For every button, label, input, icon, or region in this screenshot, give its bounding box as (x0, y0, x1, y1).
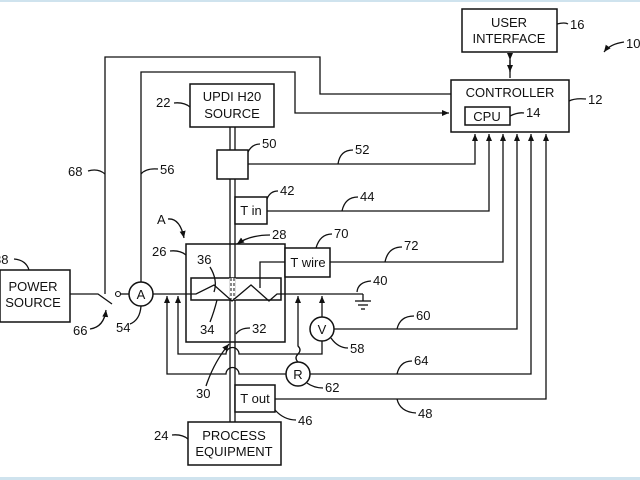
ref-24: 24 (154, 428, 168, 443)
ref-62: 62 (325, 380, 339, 395)
ref-60: 60 (416, 308, 430, 323)
ref-66: 66 (73, 323, 87, 338)
ref-52: 52 (355, 142, 369, 157)
heater-wire-36 (191, 284, 281, 302)
controller-block: CONTROLLER CPU (450, 79, 570, 133)
ref-A: A (157, 212, 166, 227)
heater-housing-26 (185, 243, 286, 343)
t-in-line-44 (267, 134, 492, 212)
ref-72: 72 (404, 238, 418, 253)
flow-line-52 (248, 134, 478, 165)
user-interface-block: USER INTERFACE (461, 8, 558, 53)
power-source-label-1: POWER (8, 279, 57, 294)
switch-contact (114, 290, 122, 298)
water-source-block: UPDI H20 SOURCE (189, 83, 275, 128)
t-out-label: T out (240, 391, 270, 406)
ref-30: 30 (196, 386, 210, 401)
switch-line-68 (104, 56, 451, 294)
power-source-block: POWER SOURCE (0, 269, 71, 323)
cpu-label: CPU (473, 109, 500, 124)
t-in-label: T in (240, 203, 261, 218)
t-wire-probe (259, 261, 285, 288)
ref-12: 12 (588, 92, 602, 107)
user-interface-label-1: USER (491, 15, 527, 30)
ref-48: 48 (418, 406, 432, 421)
water-source-label-1: UPDI H20 (203, 89, 262, 104)
flow-sensor-50 (216, 149, 249, 180)
process-equipment-block: PROCESS EQUIPMENT (187, 421, 282, 466)
ref-70: 70 (334, 226, 348, 241)
ref-28: 28 (272, 227, 286, 242)
ammeter-line-56 (140, 71, 449, 282)
voltmeter-line-60 (334, 134, 520, 330)
ref-46: 46 (298, 413, 312, 428)
ref-38: 38 (0, 252, 8, 267)
ammeter-label: A (137, 287, 146, 302)
ref-34: 34 (200, 322, 214, 337)
ref-42: 42 (280, 183, 294, 198)
ref-44: 44 (360, 189, 374, 204)
t-wire-label: T wire (290, 255, 325, 270)
heater-element-34 (190, 277, 282, 301)
t-wire-line-72 (330, 134, 506, 263)
ref-10: 10 (626, 36, 640, 51)
user-interface-label-2: INTERFACE (473, 31, 546, 46)
water-source-label-2: SOURCE (204, 106, 260, 121)
switch-66 (70, 293, 113, 305)
ref-36: 36 (197, 252, 211, 267)
ref-58: 58 (350, 341, 364, 356)
ref-26: 26 (152, 244, 166, 259)
t-out-line-48 (275, 134, 549, 400)
controller-label: CONTROLLER (466, 85, 555, 100)
t-in-sensor (234, 196, 268, 225)
ground-icon (355, 294, 371, 310)
ref-16: 16 (570, 17, 584, 32)
ref-50: 50 (262, 136, 276, 151)
resistance-label: R (293, 367, 302, 382)
process-equipment-label-2: EQUIPMENT (195, 444, 272, 459)
resistance-line-64 (310, 134, 534, 375)
process-equipment-label-1: PROCESS (202, 428, 266, 443)
resistance-sense-line (164, 296, 286, 375)
ref-68: 68 (68, 164, 82, 179)
ref-32: 32 (252, 321, 266, 336)
ref-56: 56 (160, 162, 174, 177)
ref-64: 64 (414, 353, 428, 368)
voltmeter-sense-line (175, 296, 323, 355)
voltmeter-label: V (318, 322, 327, 337)
ref-22: 22 (156, 95, 170, 110)
ref-40: 40 (373, 273, 387, 288)
power-source-label-2: SOURCE (5, 295, 61, 310)
ref-54: 54 (116, 320, 130, 335)
ref-14: 14 (526, 105, 540, 120)
